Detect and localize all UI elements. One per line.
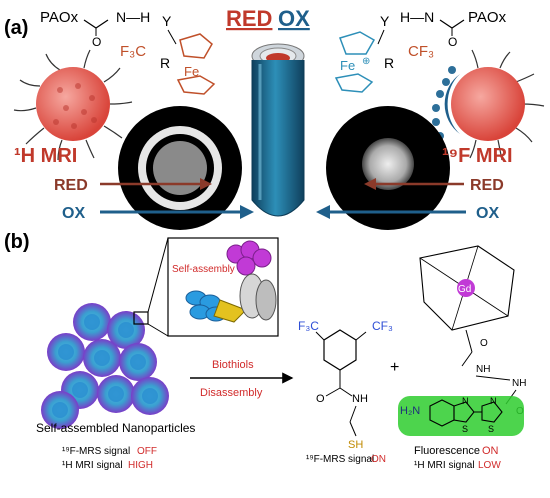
left-mri-image: [118, 106, 242, 230]
plus-sign: +: [390, 359, 399, 376]
nanoparticle-cluster: [41, 303, 169, 429]
cluster-particle-core: [142, 388, 158, 404]
right-paox: PAOx: [468, 9, 507, 26]
product1-nh: NH: [352, 393, 368, 405]
mri-tube: [251, 43, 305, 217]
product2-line1-label: Fluorescence: [414, 445, 480, 457]
title-red: RED: [226, 6, 272, 31]
right-nh: H—N: [400, 9, 434, 25]
right-ferrocene-molecule: Fe ⊕ Y R CF₃ H—N O PAOx: [334, 9, 507, 93]
np-signal1-label: ¹⁹F-MRS signal: [62, 446, 130, 457]
product2-molecule: Gd O NH NH O H₂N N S N S: [398, 245, 526, 436]
product2-gd: Gd: [458, 284, 471, 295]
left-nh: N—H: [116, 9, 150, 25]
right-mri-image: [326, 106, 450, 230]
cluster-particle-core: [52, 402, 68, 418]
arrow-top-label: Biothiols: [212, 359, 254, 371]
product2-s1: S: [462, 424, 468, 434]
right-mri-label: ¹⁹F MRI: [442, 145, 513, 167]
nanoparticles-caption: Self-assembled Nanoparticles: [36, 421, 195, 435]
self-assembly-inset: Self-assembly: [167, 237, 279, 337]
np-signal2-label: ¹H MRI signal: [62, 460, 123, 471]
cluster-particle-core: [118, 322, 134, 338]
right-red-label: RED: [470, 177, 504, 194]
product2-line1-state: ON: [482, 445, 499, 457]
right-nanoparticle: [432, 49, 545, 161]
product2-line2-label: ¹H MRI signal: [414, 460, 475, 471]
cluster-particle-core: [94, 350, 110, 366]
left-paox: PAOx: [40, 9, 79, 26]
left-nanoparticle: [13, 49, 133, 161]
left-mri-label: ¹H MRI: [14, 145, 77, 167]
product2-nh1: NH: [476, 364, 490, 375]
left-carbonyl-o: O: [92, 35, 101, 49]
right-cf3: CF₃: [408, 43, 434, 60]
right-y: Y: [380, 13, 390, 29]
right-r: R: [384, 55, 394, 71]
left-ox-label: OX: [62, 205, 85, 222]
left-fe: Fe: [184, 64, 199, 79]
product1-cf3-left: F₃C: [298, 319, 319, 333]
product1-molecule: F₃C CF₃ O NH SH: [298, 319, 393, 451]
product1-cf3-right: CF₃: [372, 319, 393, 333]
right-carbonyl-o: O: [448, 35, 457, 49]
product2-n1: N: [462, 396, 469, 406]
product2-h2n: H₂N: [400, 405, 420, 417]
cluster-particle-core: [108, 386, 124, 402]
zoom-box: [133, 311, 149, 325]
left-y: Y: [162, 13, 172, 29]
product1-state: ON: [371, 454, 386, 465]
cluster-particle-core: [84, 314, 100, 330]
left-cf3: F₃C: [120, 43, 146, 60]
cluster-particle-core: [72, 382, 88, 398]
arrow-bottom-label: Disassembly: [200, 387, 263, 399]
np-signal1-state: OFF: [137, 446, 157, 457]
right-charge: ⊕: [362, 56, 370, 67]
cluster-particle-core: [130, 354, 146, 370]
right-fe: Fe: [340, 58, 355, 73]
left-ferrocene-molecule: PAOx O N—H Y F₃C R Fe: [40, 9, 216, 95]
panel-b-label: (b): [4, 231, 30, 253]
product1-sh: SH: [348, 439, 363, 451]
product1-o: O: [316, 393, 325, 405]
product2-line2-state: LOW: [478, 460, 501, 471]
right-ox-label: OX: [476, 205, 499, 222]
left-red-label: RED: [54, 177, 88, 194]
product1-label: ¹⁹F-MRS signal: [306, 454, 374, 465]
product2-n2: N: [490, 396, 497, 406]
panel-a-label: (a): [4, 17, 28, 39]
cluster-particle-core: [58, 344, 74, 360]
title-ox: OX: [278, 6, 310, 31]
product2-nh2: NH: [512, 378, 526, 389]
np-signal2-state: HIGH: [128, 460, 153, 471]
left-r: R: [160, 55, 170, 71]
product2-o: O: [480, 338, 488, 349]
product2-s2: S: [488, 424, 494, 434]
self-assembly-label: Self-assembly: [172, 264, 235, 275]
